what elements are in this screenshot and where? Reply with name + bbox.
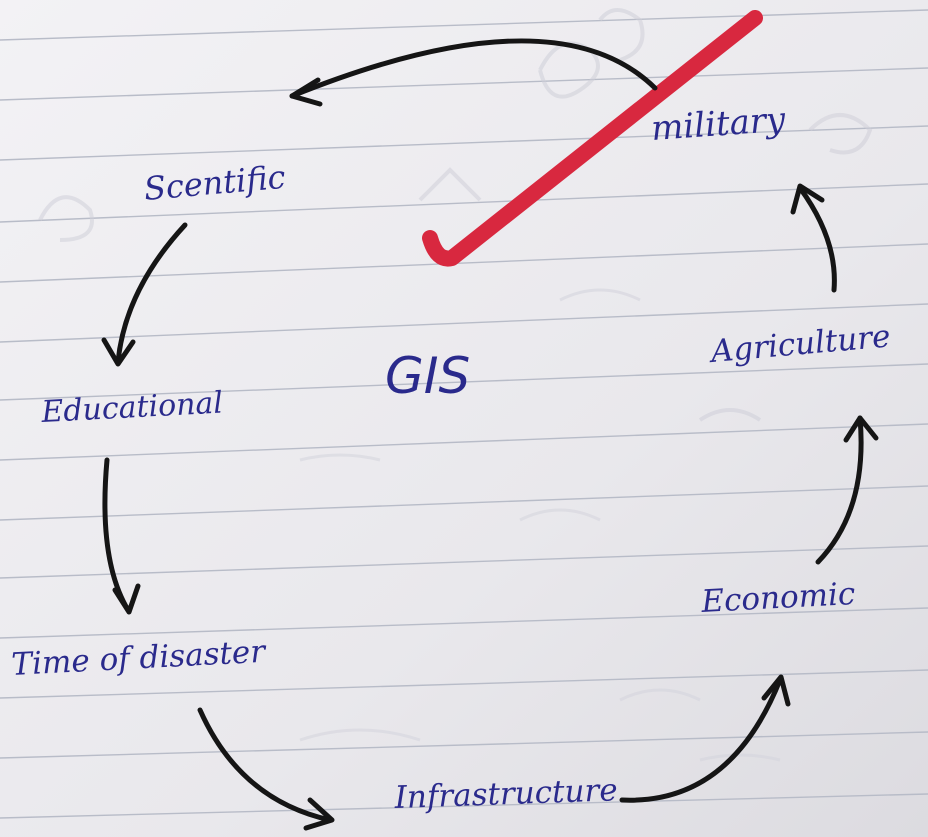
node-label-economic: Economic <box>700 576 857 620</box>
arrow-educational-to-time-of-disaster <box>102 457 141 615</box>
node-label-military: military <box>650 100 788 149</box>
arrow-military-to-scientific <box>289 38 658 107</box>
bleed-through-marks <box>38 8 873 762</box>
arrow-scientific-to-educational <box>101 222 188 367</box>
cycle-arrows <box>101 38 879 831</box>
arrow-agriculture-to-military <box>790 183 837 293</box>
red-checkmark-icon <box>422 10 763 267</box>
arrow-infrastructure-to-economic <box>619 674 791 803</box>
ruled-lines <box>0 9 928 819</box>
center-label-gis: GIS <box>385 347 470 405</box>
arrow-economic-to-agriculture <box>815 415 879 565</box>
node-label-infrastructure: Infrastructure <box>393 772 618 816</box>
arrow-time-of-disaster-to-infrastructure <box>197 707 335 831</box>
